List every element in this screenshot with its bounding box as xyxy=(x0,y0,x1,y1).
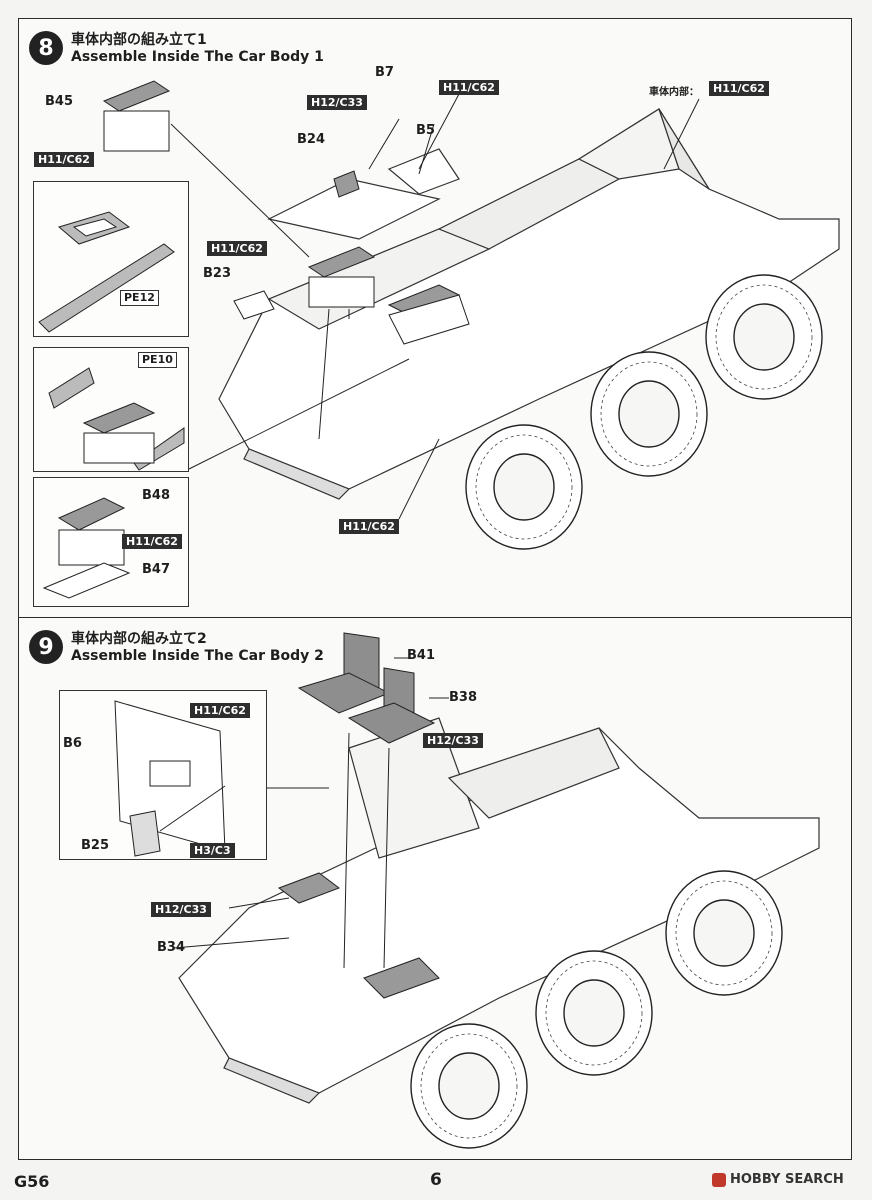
inset-pe12: PE12 xyxy=(33,181,189,337)
page-code: G56 xyxy=(14,1172,50,1191)
tag-h12c33: H12/C33 xyxy=(307,95,367,110)
tag-h11c62-b45: H11/C62 xyxy=(34,152,94,167)
label-b41: B41 xyxy=(407,648,435,663)
tag-h11c62-b23: H11/C62 xyxy=(207,241,267,256)
tag-h11c62-top: H11/C62 xyxy=(439,80,499,95)
step-title-en: Assemble Inside The Car Body 2 xyxy=(71,648,324,664)
tag-h12c33-b38: H12/C33 xyxy=(423,733,483,748)
tag-h12c33: H12/C33 xyxy=(151,902,211,917)
label-b25: B25 xyxy=(81,838,109,853)
vehicle-hull-illustration xyxy=(173,632,820,1149)
tag-h11c62: H11/C62 xyxy=(190,703,250,718)
tag-h11c62-body: H11/C62 xyxy=(709,81,769,96)
watermark: HOBBY SEARCH xyxy=(712,1172,844,1187)
hobby-search-logo-icon xyxy=(712,1172,726,1187)
step-number-badge: 8 xyxy=(29,31,63,65)
step-title-en: Assemble Inside The Car Body 1 xyxy=(71,49,324,65)
step-title-jp: 車体内部の組み立て1 xyxy=(71,32,207,48)
label-b38: B38 xyxy=(449,690,477,705)
step-number-badge: 9 xyxy=(29,630,63,664)
tag-h11c62-bottom: H11/C62 xyxy=(339,519,399,534)
label-body-interior: 車体内部： xyxy=(649,87,699,98)
label-b7: B7 xyxy=(375,65,394,80)
wheels xyxy=(410,870,783,1149)
step-title-jp: 車体内部の組み立て2 xyxy=(71,631,207,647)
pe10-illustration xyxy=(48,367,185,471)
label-b45: B45 xyxy=(45,94,73,109)
step-8-panel: 8 車体内部の組み立て1 Assemble Inside The Car Bod… xyxy=(18,18,852,618)
watermark-text: HOBBY SEARCH xyxy=(730,1172,844,1187)
tag-pe12: PE12 xyxy=(120,290,159,306)
b48-b47-illustration xyxy=(42,497,131,599)
label-b48: B48 xyxy=(142,488,170,503)
tag-h3c3: H3/C3 xyxy=(190,843,235,858)
step-9-panel: 9 車体内部の組み立て2 Assemble Inside The Car Bod… xyxy=(18,617,852,1160)
pe12-illustration xyxy=(38,211,175,333)
label-b34: B34 xyxy=(157,940,185,955)
inset-b48-b47: B48 H11/C62 B47 xyxy=(33,477,189,607)
label-b24: B24 xyxy=(297,132,325,147)
label-b6: B6 xyxy=(63,736,82,751)
tag-h11c62-b48: H11/C62 xyxy=(122,534,182,549)
page-number: 6 xyxy=(430,1170,442,1190)
tag-pe10: PE10 xyxy=(138,352,177,368)
label-b47: B47 xyxy=(142,562,170,577)
inset-pe10: PE10 xyxy=(33,347,189,472)
wheels xyxy=(465,274,823,550)
vehicle-hull-illustration xyxy=(102,80,840,550)
label-b5: B5 xyxy=(416,123,435,138)
label-b23: B23 xyxy=(203,266,231,281)
inset-b6-b25: H11/C62 H3/C3 xyxy=(59,690,267,860)
